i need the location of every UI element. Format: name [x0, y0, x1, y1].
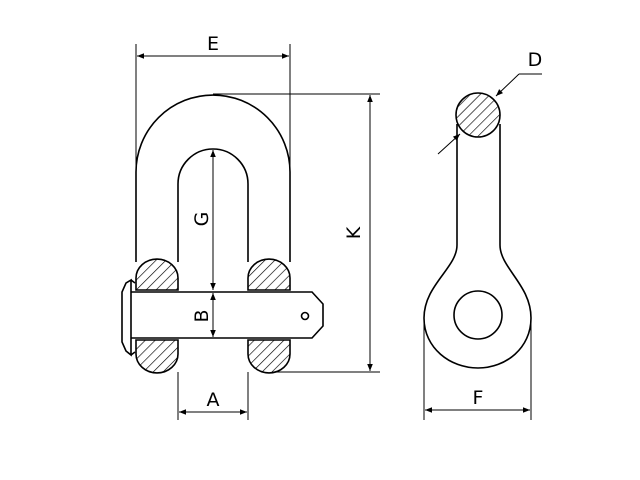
dimension-d-leader — [495, 73, 520, 97]
pin-body — [131, 291, 324, 339]
shackle-bow-inner — [177, 148, 249, 262]
left-eye-section-top — [135, 258, 179, 291]
label-a: A — [207, 389, 220, 411]
pin-head — [121, 278, 132, 357]
shackle-bow-outer — [135, 94, 291, 262]
label-g: G — [191, 212, 213, 227]
label-d: D — [528, 49, 543, 71]
bow-cross-section — [455, 92, 501, 138]
right-eye-section-bottom — [247, 339, 291, 374]
label-k: K — [343, 226, 365, 239]
label-f: F — [473, 387, 484, 409]
dimension-d-leader-lower — [437, 133, 461, 155]
label-e: E — [207, 33, 219, 55]
side-view: D F — [423, 49, 543, 420]
right-eye-section-top — [247, 258, 291, 291]
side-eye-hole — [453, 290, 503, 340]
left-eye-section-bottom — [135, 339, 179, 374]
front-view: E K G B A — [121, 33, 380, 420]
label-b: B — [191, 309, 213, 322]
side-body-outline — [423, 124, 532, 369]
cotter-hole — [300, 311, 310, 321]
